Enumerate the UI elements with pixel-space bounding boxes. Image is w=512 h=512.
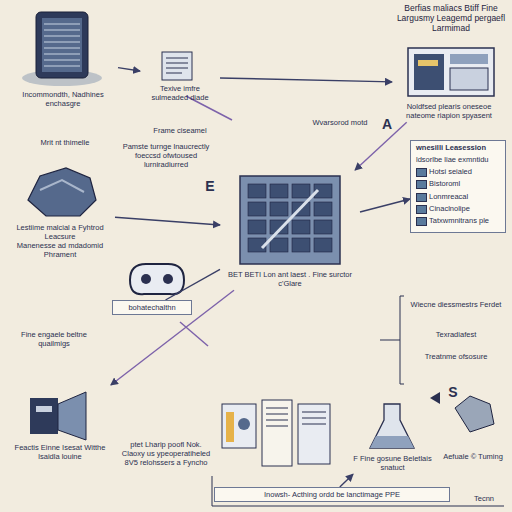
node-text: Cinaclnolipe — [416, 204, 500, 213]
label: Wvarsorod motd — [300, 118, 380, 127]
rock-icon — [28, 168, 96, 216]
rock-icon — [455, 396, 494, 432]
label: Fine engaele beltne quailmigs — [8, 330, 100, 348]
node-text: bohatechalthn — [116, 303, 188, 312]
bracket — [400, 296, 404, 384]
node-text: Inowsh- Acthing ordd be lanctimage PPE — [218, 490, 446, 499]
label: Mrit nt thimelle — [20, 138, 110, 147]
node-text: F Fine gosune Beletlais snatuct — [348, 454, 437, 472]
label: Treatnme ofsosure — [408, 352, 504, 361]
leader-line — [380, 340, 400, 341]
label: Wiecne diessmestrs Ferdet — [408, 300, 504, 309]
icon-node: Texive imfre sulmeaded diade — [140, 50, 220, 104]
frame-line — [212, 476, 504, 506]
process-box: bohatechalthn — [112, 300, 192, 315]
connector-arrow — [118, 68, 140, 71]
node-text: Manenesse ad mdadomid Phrament — [8, 241, 112, 259]
connector-arrow — [111, 290, 234, 385]
node-text: Feactis Einne Isesat Witthe lsaidla loui… — [8, 443, 112, 461]
connector-arrow — [340, 474, 353, 487]
processor-chip — [240, 176, 340, 264]
node-text: Noldfsed plearis oneseoe nateome riapion… — [395, 102, 503, 120]
node-text: Hotsi seialed — [416, 167, 500, 176]
connector-arrow — [355, 122, 407, 170]
process-box: Inowsh- Acthing ordd be lanctimage PPE — [214, 487, 450, 502]
machine-icon — [30, 392, 86, 440]
connector-arrow — [115, 217, 220, 225]
node-text: Lonmreacal — [416, 192, 500, 201]
document-icon — [162, 52, 192, 80]
icon-node: Lestiime malcial a Fyhtrod LeacsureManen… — [5, 165, 115, 262]
document-stack — [222, 400, 330, 466]
node-text: BET BETI Lon ant laest . Fine surctor c'… — [223, 270, 357, 288]
title: Berfias maliacs Btiff Fine Largusmy Leag… — [395, 4, 507, 33]
label: Frame ciseamel — [140, 126, 220, 135]
label: Texradiafest — [408, 330, 504, 339]
label: E — [203, 178, 217, 195]
node-text: Bistoroml — [416, 179, 500, 188]
connector-arrow — [166, 269, 221, 300]
label: Aefuale © Tuming — [440, 452, 506, 461]
icon-node: BET BETI Lon ant laest . Fine surctor c'… — [220, 170, 360, 290]
node-text: ldsorlbe liae exmntidu — [416, 155, 500, 164]
controller-icon — [130, 264, 184, 294]
node-text: Incommondth, Nadhines enchasgre — [11, 90, 115, 108]
node-text: Tatxwmnitrans ple — [416, 216, 500, 225]
label: Tecnn — [462, 494, 506, 503]
icon-node: Feactis Einne Isesat Witthe lsaidla loui… — [5, 385, 115, 463]
list-panel: wnesilli Leasession ldsorlbe liae exmntid… — [410, 140, 506, 233]
connector-arrow — [360, 199, 410, 212]
decor-line — [180, 322, 208, 346]
node-text: Lestiime malcial a Fyhtrod Leacsure — [8, 223, 112, 241]
server-icon — [22, 12, 102, 86]
beaker-icon — [370, 404, 414, 448]
node-text: wnesilli Leasession — [416, 143, 500, 152]
label: ptet Lharip poofl Nok. Claoxy us ypeoper… — [118, 440, 214, 467]
icon-node: F Fine gosune Beletlais snatuct — [345, 398, 440, 474]
label: A — [380, 116, 394, 133]
connector-arrow — [220, 78, 392, 82]
node-text: Texive imfre sulmeaded diade — [143, 84, 217, 102]
monitor-icon — [408, 48, 494, 96]
icon-node: Incommondth, Nadhines enchasgre — [8, 8, 118, 110]
label: S — [446, 384, 460, 401]
label: Pamste turnge lnaucrectly foeccsd ofwtou… — [120, 142, 212, 169]
icon-node: Noldfsed plearis oneseoe nateome riapion… — [392, 44, 506, 122]
arrow-symbol — [430, 392, 440, 404]
